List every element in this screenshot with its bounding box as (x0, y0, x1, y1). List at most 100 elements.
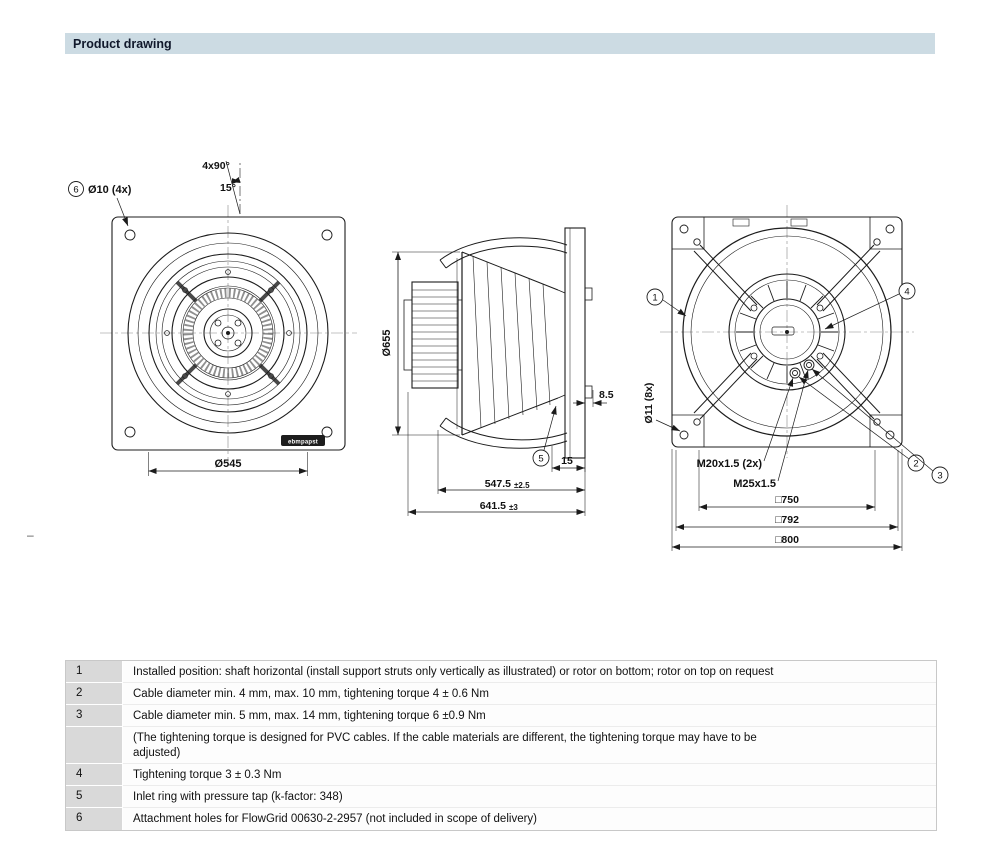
table-row: 4 Tightening torque 3 ± 0.3 Nm (66, 764, 936, 786)
side-dim-a-tol: ±2.5 (514, 481, 530, 490)
side-diameter-label: Ø655 (381, 330, 393, 357)
callout-5: 5 (532, 405, 557, 467)
row-number: 2 (66, 683, 123, 705)
brand-plate (281, 435, 325, 446)
rear-hub-label (771, 326, 795, 336)
front-dim-545: Ø545 (148, 452, 308, 476)
callout-1-leader (662, 299, 687, 317)
rear-corner-holes (679, 224, 895, 440)
side-dim-547: 547.5 ±2.5 (437, 430, 586, 516)
row-number (66, 727, 123, 764)
row-number: 5 (66, 786, 123, 808)
cable-glands (789, 359, 815, 379)
table-row: (The tightening torque is designed for P… (66, 727, 936, 764)
gland-1-leader (763, 377, 794, 462)
svg-text:3: 3 (937, 471, 942, 482)
callout-3: 3 (811, 368, 949, 484)
row-number: 4 (66, 764, 123, 786)
side-thickness-label: 8.5 (599, 389, 614, 401)
rear-dim-800: □800 (671, 449, 903, 551)
rear-strut-screws (750, 304, 824, 360)
side-dim-641: 641.5 ±3 (407, 392, 585, 516)
front-hub (203, 308, 253, 358)
gland-labels: M20x1.5 (2x) M25x1.5 (697, 369, 809, 490)
rear-motor-hub (728, 273, 846, 391)
gland-label-1: M20x1.5 (2x) (697, 458, 763, 470)
gland-2-leader (777, 369, 809, 482)
svg-text:4: 4 (904, 287, 909, 298)
side-view: Ø655 8.5 5 15 547.5 ±2.5 641.5 (381, 227, 614, 516)
callout-2: 2 (798, 376, 925, 472)
rear-hole-leader (655, 419, 681, 432)
callout-6: 6 Ø10 (4x) (68, 181, 132, 227)
dim-800-label: □800 (775, 534, 799, 546)
side-motor (403, 281, 462, 389)
table-row: 6 Attachment holes for FlowGrid 00630-2-… (66, 808, 936, 830)
svg-text:5: 5 (538, 454, 543, 465)
side-mounting-plate (564, 227, 586, 459)
side-impeller (456, 251, 566, 436)
table-row: 1 Installed position: shaft horizontal (… (66, 661, 936, 683)
row-text: (The tightening torque is designed for P… (123, 727, 936, 764)
row-text: Installed position: shaft horizontal (in… (123, 661, 936, 683)
front-mounting-plate (111, 216, 346, 451)
side-dim-b-value: 641.5 (480, 500, 506, 512)
callout-2-leader (798, 376, 910, 460)
angle-90-label: 4x90° (202, 160, 230, 172)
legend-table: 1 Installed position: shaft horizontal (… (65, 660, 937, 831)
rear-top-markings (732, 218, 808, 227)
row-text: Attachment holes for FlowGrid 00630-2-29… (123, 808, 936, 830)
callout-5-leader (543, 405, 557, 451)
rear-dim-792: □792 (675, 450, 899, 531)
side-dim-a-value: 547.5 (485, 478, 511, 490)
front-diameter-label: Ø545 (215, 458, 242, 470)
row-text: Tightening torque 3 ± 0.3 Nm (123, 764, 936, 786)
front-corner-holes (124, 229, 333, 438)
row-text: Cable diameter min. 5 mm, max. 14 mm, ti… (123, 705, 936, 727)
side-dim-15: 15 (551, 446, 586, 472)
rear-hole-label-group: Ø11 (8x) (643, 383, 681, 432)
rear-housing-circles (682, 227, 892, 437)
front-screw-circle (164, 269, 292, 397)
row-number: 1 (66, 661, 123, 683)
section-header: Product drawing (65, 33, 935, 54)
side-inlet-ring (584, 287, 593, 399)
svg-text:1: 1 (652, 293, 657, 304)
callout-1: 1 (646, 288, 687, 317)
front-angle-dims: 4x90° 15° (202, 160, 241, 215)
callout-6-leader (116, 197, 129, 227)
table-row: 2 Cable diameter min. 4 mm, max. 10 mm, … (66, 683, 936, 705)
side-dim-b-tol: ±3 (509, 503, 518, 512)
brand-label: ebmpapst (288, 440, 318, 446)
row-number: 6 (66, 808, 123, 830)
rear-dim-750: □750 (698, 450, 876, 511)
rear-view: 1 4 2 3 Ø11 (8x) M20x1.5 (2x) M25x1.5 (643, 205, 949, 551)
gland-label-2: M25x1.5 (733, 478, 776, 490)
side-blades (472, 255, 551, 429)
front-hole-label: Ø10 (4x) (88, 184, 132, 196)
page-title: Product drawing (73, 36, 172, 51)
front-view: ebmpapst Ø545 6 Ø10 (4x) 4x90° 15° (68, 160, 357, 476)
row-text: Inlet ring with pressure tap (k-factor: … (123, 786, 936, 808)
callout-4-leader (824, 293, 900, 330)
row-text: Cable diameter min. 4 mm, max. 10 mm, ti… (123, 683, 936, 705)
callout-3-leader (811, 368, 934, 472)
angle-15-label: 15° (220, 182, 236, 194)
side-offset-label: 15 (561, 455, 573, 467)
row-number: 3 (66, 705, 123, 727)
table-row: 3 Cable diameter min. 5 mm, max. 14 mm, … (66, 705, 936, 727)
front-rotor-hatch-ring (183, 288, 273, 378)
rear-support-struts (693, 244, 881, 420)
rear-hole-label: Ø11 (8x) (643, 383, 655, 424)
side-support-struts (439, 237, 568, 449)
svg-text:2: 2 (913, 459, 918, 470)
front-housing-circles (127, 232, 329, 434)
margin-mark: – (27, 528, 34, 542)
svg-text:6: 6 (73, 185, 78, 196)
side-dim-8-5: 8.5 (573, 389, 614, 407)
dim-792-label: □792 (775, 514, 799, 526)
side-dim-655: Ø655 (381, 251, 460, 436)
callout-4: 4 (824, 282, 916, 330)
table-row: 5 Inlet ring with pressure tap (k-factor… (66, 786, 936, 808)
